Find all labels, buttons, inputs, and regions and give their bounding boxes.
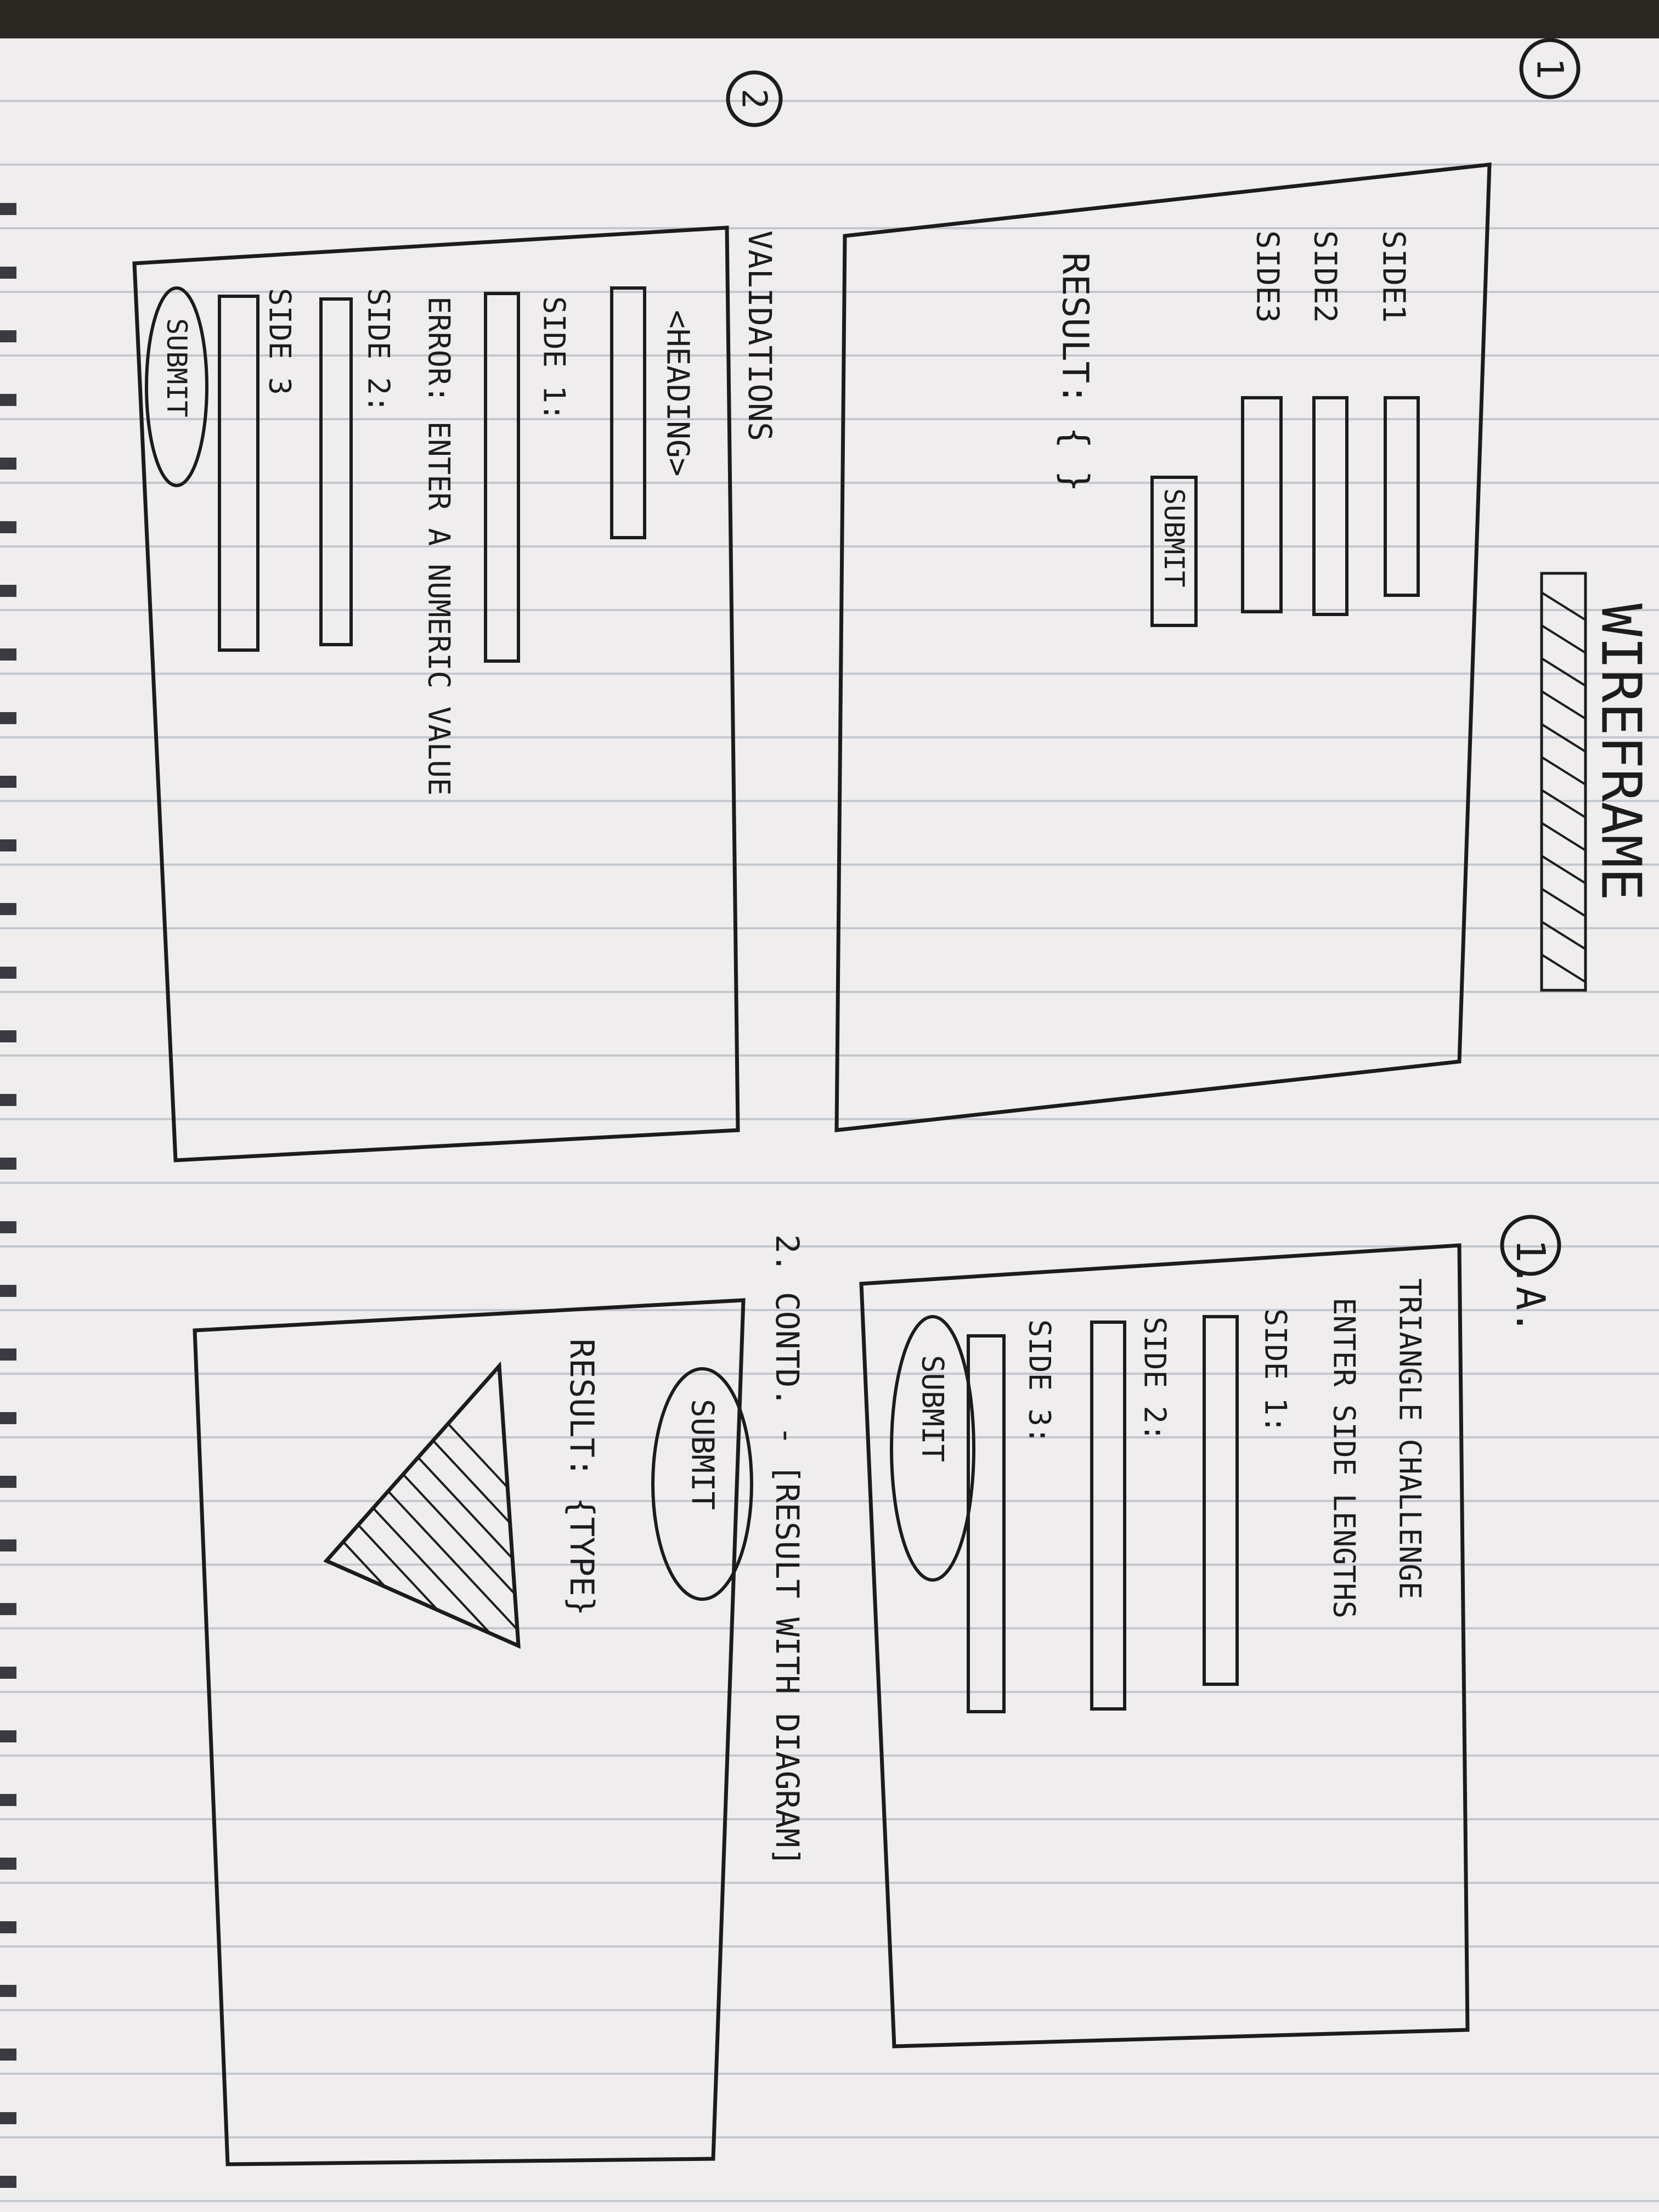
sheet-title-text: WIREFRAME bbox=[1589, 603, 1654, 901]
wireframe-1-frame bbox=[834, 162, 1492, 1132]
wf1-submit-label: SUBMIT bbox=[1158, 488, 1190, 588]
wf1a-side2-label: SIDE 2: bbox=[1138, 1317, 1172, 1442]
wf1-side1-label: SIDE1 bbox=[1376, 230, 1412, 323]
wf1-side3-label: SIDE3 bbox=[1250, 230, 1285, 323]
wf2c-result-text: RESULT: {TYPE} bbox=[562, 1339, 601, 1616]
wf1-result-text: RESULT: { } bbox=[1054, 252, 1097, 492]
wf1-side2-label: SIDE2 bbox=[1307, 230, 1343, 323]
page-marker-1a: 1.A. bbox=[1500, 1215, 1561, 1334]
spiral-binding bbox=[0, 203, 16, 2205]
wf1-side1-input[interactable] bbox=[1384, 396, 1420, 597]
page-marker-2-label: 2 bbox=[735, 88, 775, 109]
wf1a-submit-button[interactable]: SUBMIT bbox=[890, 1315, 975, 1582]
wf2-side2-input[interactable] bbox=[319, 297, 353, 646]
wf1a-side1-label: SIDE 1: bbox=[1259, 1308, 1293, 1434]
wf2-heading-field bbox=[610, 286, 646, 539]
wf1a-side3-input[interactable] bbox=[967, 1334, 1006, 1713]
page-marker-1: 1 bbox=[1519, 38, 1581, 99]
wireframe-2: VALIDATIONS <HEADING> SIDE 1: ERROR: ENT… bbox=[132, 225, 778, 1163]
wireframe-2-contd: 2. CONTD. - [RESULT WITH DIAGRAM] SUBMIT… bbox=[193, 1234, 806, 2166]
wireframe-1a-frame bbox=[859, 1243, 1470, 2049]
wf2c-label: 2. CONTD. - [RESULT WITH DIAGRAM] bbox=[769, 1234, 806, 1866]
wf2-heading-placeholder: <HEADING> bbox=[660, 310, 696, 476]
wf2-side1-input[interactable] bbox=[484, 292, 520, 663]
notebook-paper bbox=[0, 38, 1659, 2212]
wireframe-2-contd-frame bbox=[193, 1298, 746, 2166]
wf2-side1-label: SIDE 1: bbox=[537, 296, 572, 421]
wf2-side3-input[interactable] bbox=[218, 295, 259, 652]
wf1a-side1-input[interactable] bbox=[1203, 1315, 1239, 1686]
wf1-submit-button[interactable]: SUBMIT bbox=[1150, 476, 1198, 627]
wireframe-2-frame bbox=[132, 225, 740, 1163]
wf2-error-message: ERROR: ENTER A NUMERIC VALUE bbox=[422, 296, 456, 795]
wf2-side2-label: SIDE 2: bbox=[362, 288, 396, 413]
wf1-side3-input[interactable] bbox=[1241, 396, 1283, 613]
wf1a-title: TRIANGLE CHALLENGE bbox=[1393, 1278, 1427, 1599]
page-marker-1a-label: 1.A. bbox=[1508, 1239, 1554, 1334]
wireframe-1: SIDE1 SIDE2 SIDE3 SUBMIT RESULT: { } bbox=[834, 162, 1492, 1132]
sheet-title: WIREFRAME bbox=[1540, 572, 1654, 992]
wf2c-submit-label: SUBMIT bbox=[685, 1399, 720, 1510]
wf1a-side3-label: SIDE 3: bbox=[1023, 1319, 1057, 1444]
wireframe-1a: TRIANGLE CHALLENGE ENTER SIDE LENGTHS SI… bbox=[859, 1243, 1470, 2049]
triangle-diagram-icon bbox=[323, 1361, 521, 1649]
wf2-side3-label: SIDE 3 bbox=[263, 288, 297, 395]
wf1-side2-input[interactable] bbox=[1312, 396, 1348, 616]
wf1a-side2-input[interactable] bbox=[1090, 1321, 1126, 1711]
wf2-submit-label: SUBMIT bbox=[161, 318, 193, 417]
wf1a-subtitle: ENTER SIDE LENGTHS bbox=[1327, 1297, 1362, 1618]
page-marker-1-label: 1 bbox=[1529, 58, 1571, 80]
wf2c-submit-button[interactable]: SUBMIT bbox=[651, 1367, 753, 1601]
wf1a-submit-label: SUBMIT bbox=[916, 1355, 950, 1462]
wf2-submit-button[interactable]: SUBMIT bbox=[145, 286, 208, 487]
page-marker-2: 2 bbox=[726, 70, 783, 127]
wf2-validations-label: VALIDATIONS bbox=[741, 230, 778, 441]
